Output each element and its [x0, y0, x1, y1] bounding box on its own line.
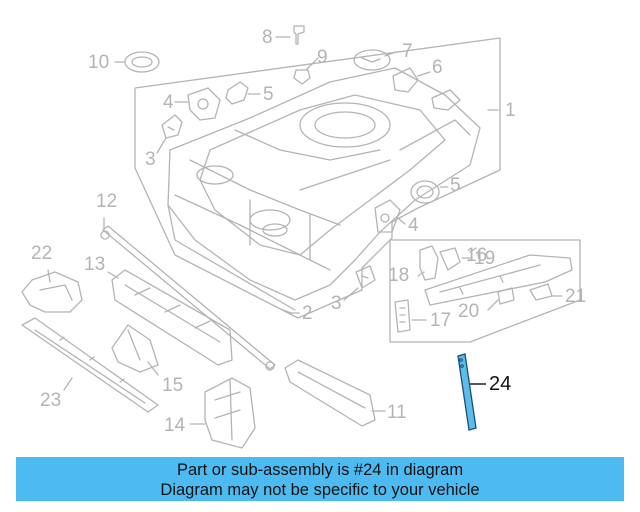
- callout-12: 12: [96, 191, 118, 212]
- callout-10: 10: [88, 52, 110, 73]
- plug-part-10: [124, 51, 160, 73]
- callout-17: 17: [430, 310, 452, 331]
- rail-part-11: [284, 359, 376, 427]
- bracket-part-20: [497, 287, 515, 305]
- rail-part-16: [424, 254, 573, 306]
- callout-1: 1: [505, 100, 516, 121]
- callout-21: 21: [565, 286, 587, 307]
- callout-4-upper: 4: [163, 92, 174, 113]
- caption-line-1: Part or sub-assembly is #24 in diagram: [176, 461, 464, 479]
- callout-5-lower: 5: [450, 175, 461, 196]
- callout-2: 2: [302, 303, 313, 324]
- bracket-part-3-lower: [355, 265, 376, 289]
- bolt-part-8: [293, 25, 305, 45]
- plug-part-5-upper: [225, 81, 249, 105]
- rail-part-23: [21, 317, 159, 413]
- callout-23: 23: [40, 390, 62, 411]
- group-outline-part-16: [389, 239, 581, 343]
- callout-22: 22: [31, 243, 53, 264]
- parts-diagram: [21, 25, 581, 449]
- callout-19: 19: [474, 248, 496, 269]
- floor-pan-part-2: [167, 67, 481, 314]
- callout-6: 6: [432, 57, 443, 78]
- callout-14: 14: [164, 415, 186, 436]
- bracket-part-6: [392, 67, 461, 111]
- callout-4-lower: 4: [408, 215, 419, 236]
- side-member-part-13: [111, 269, 233, 366]
- callout-16: 16: [466, 245, 488, 266]
- bracket-part-3-upper: [161, 114, 183, 139]
- cap-part-7: [353, 49, 391, 71]
- plug-part-5-lower: [410, 180, 440, 204]
- bracket-part-14: [204, 377, 256, 449]
- bracket-part-21: [529, 283, 553, 301]
- callout-15: 15: [162, 375, 184, 396]
- callout-3-lower: 3: [331, 293, 342, 314]
- callout-13: 13: [84, 254, 106, 275]
- callout-3-upper: 3: [145, 149, 156, 170]
- caption-line-2: Diagram may not be specific to your vehi…: [160, 481, 480, 499]
- callout-8: 8: [262, 27, 273, 48]
- callout-18: 18: [388, 265, 410, 286]
- bracket-part-4-upper: [187, 87, 221, 121]
- callout-20: 20: [458, 301, 480, 322]
- callout-9: 9: [317, 47, 328, 68]
- bracket-part-22: [21, 271, 83, 313]
- clip-part-9: [293, 69, 311, 85]
- bracket-part-18: [419, 245, 439, 281]
- crossmember-part-12: [102, 225, 276, 370]
- callout-5-upper: 5: [263, 84, 274, 105]
- callout-24: 24: [489, 373, 512, 395]
- caption-bar: Part or sub-assembly is #24 in diagram D…: [16, 457, 624, 501]
- floor-pan-group-outline: [134, 37, 501, 319]
- bracket-part-17: [394, 299, 411, 333]
- highlighted-part-24: [457, 353, 477, 431]
- bracket-part-15: [111, 324, 159, 373]
- callout-11: 11: [387, 402, 407, 423]
- bracket-part-19: [439, 247, 461, 271]
- callout-7: 7: [402, 41, 413, 62]
- bracket-part-4-lower: [374, 199, 401, 233]
